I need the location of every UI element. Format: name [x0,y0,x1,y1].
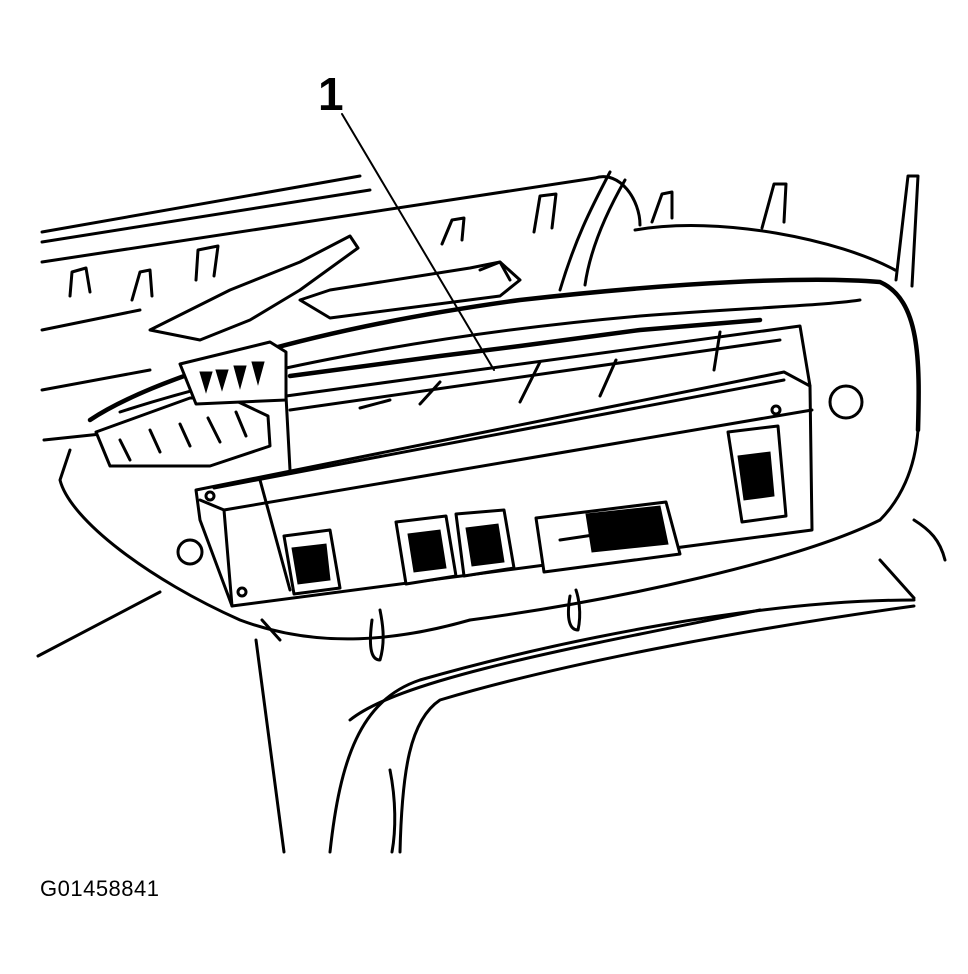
retaining-clips [68,174,920,302]
mounting-bracket [148,234,522,342]
callout-leader-line [341,113,495,371]
dash-panel-lines [40,170,897,442]
figure-id: G01458841 [40,876,160,901]
front-connectors [282,424,788,596]
callout-1: 1 [318,68,344,120]
left-harness-connector [94,340,288,468]
lower-trim [36,518,947,854]
